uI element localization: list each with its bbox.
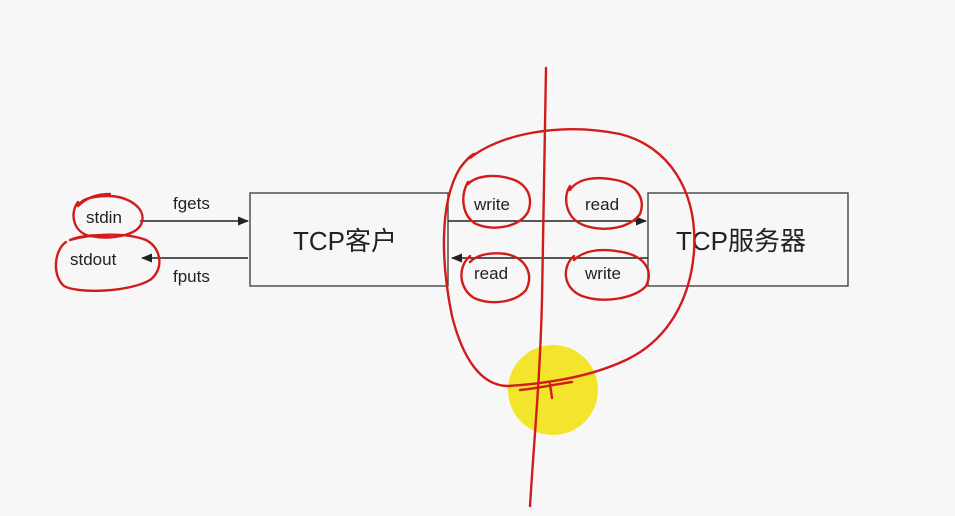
client-read-circle-annotation bbox=[460, 252, 531, 304]
server-read-label: read bbox=[585, 195, 619, 214]
stdin-circle-annotation bbox=[72, 192, 144, 239]
stdin-label: stdin bbox=[86, 208, 122, 227]
tcp-server-box bbox=[647, 192, 849, 287]
cursor-highlight bbox=[508, 345, 598, 435]
large-loop-annotation bbox=[442, 128, 696, 388]
fgets-label: fgets bbox=[173, 194, 210, 213]
cursor-crosshair-annotation bbox=[518, 380, 574, 400]
client-write-label: write bbox=[473, 195, 510, 214]
client-write-circle-annotation bbox=[462, 174, 532, 229]
server-write-label: write bbox=[584, 264, 621, 283]
server-write-circle-annotation bbox=[564, 248, 650, 301]
tcp-server-label: TCP服务器 bbox=[676, 226, 806, 256]
vertical-divider-annotation bbox=[528, 66, 548, 508]
stdout-circle-annotation bbox=[54, 233, 161, 292]
tcp-client-box bbox=[249, 192, 449, 287]
server-read-circle-annotation bbox=[565, 176, 643, 230]
client-read-label: read bbox=[474, 264, 508, 283]
tcp-client-label: TCP客户 bbox=[293, 226, 397, 256]
stdout-label: stdout bbox=[70, 250, 117, 269]
fputs-label: fputs bbox=[173, 267, 210, 286]
